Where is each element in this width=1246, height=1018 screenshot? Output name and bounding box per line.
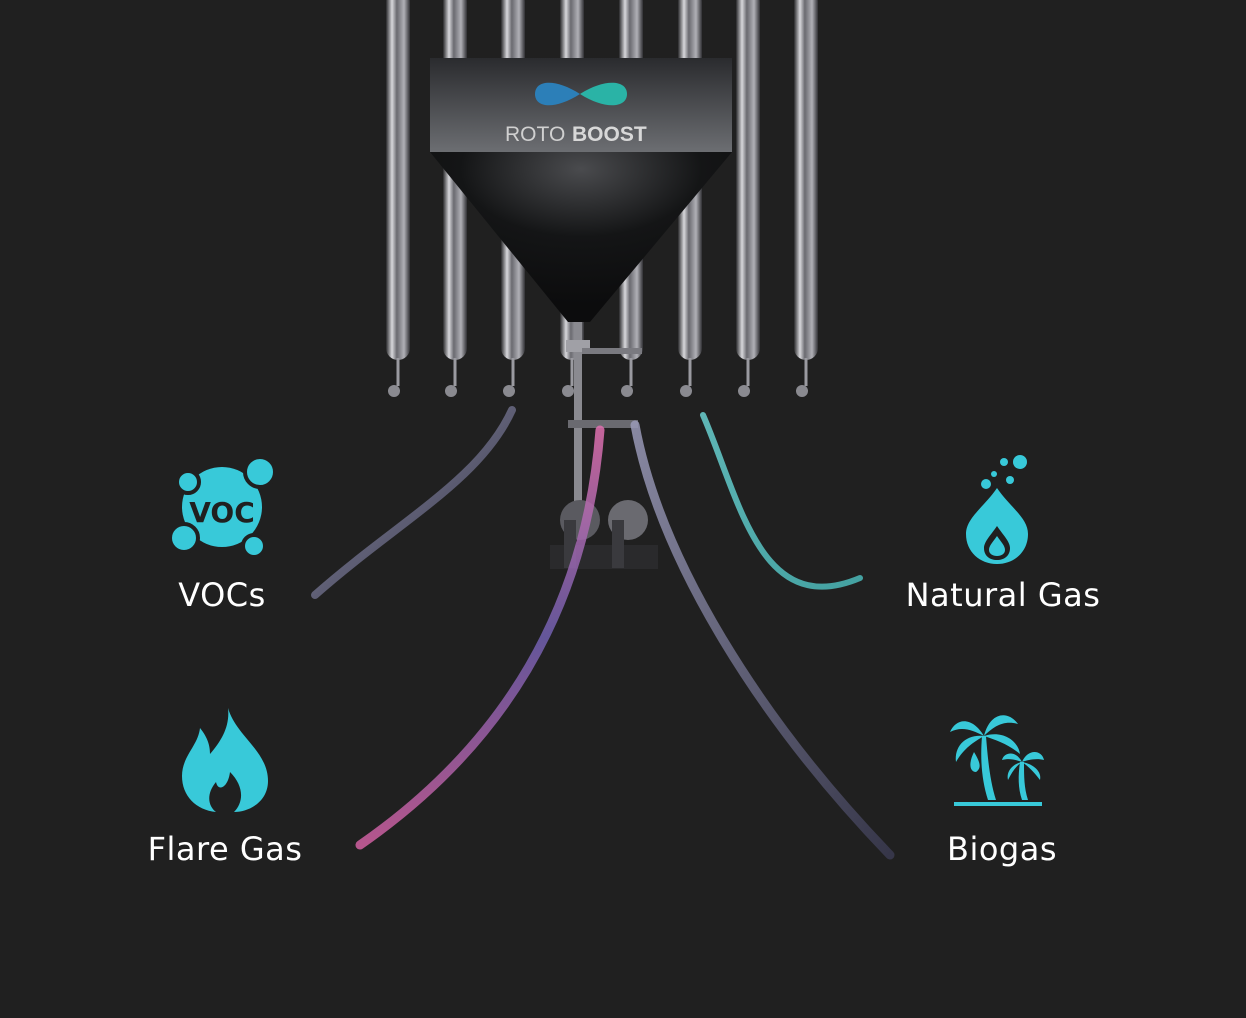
pipe-drain-stem bbox=[511, 358, 515, 386]
gas-label-biogas: Biogas bbox=[946, 830, 1058, 868]
gas-label-vocs: VOCs bbox=[178, 576, 266, 614]
biogas-stream bbox=[630, 420, 895, 860]
voc-icon-text: VOC bbox=[189, 496, 255, 529]
fire-icon bbox=[182, 708, 268, 812]
pipe-drain-cap bbox=[738, 385, 750, 397]
brand-name-light: ROTO bbox=[505, 123, 565, 146]
gas-label-natural-gas: Natural Gas bbox=[905, 576, 1101, 614]
pipe-drain-stem bbox=[688, 358, 692, 386]
pipe-drain-cap bbox=[445, 385, 457, 397]
reactor-pipe bbox=[736, 0, 760, 360]
palm-tree-island-icon bbox=[950, 715, 1044, 806]
rotoboost-logo-icon bbox=[535, 82, 627, 106]
pipe-drain-stem bbox=[629, 358, 633, 386]
reactor-pipe bbox=[794, 0, 818, 360]
pipe-drain-cap bbox=[503, 385, 515, 397]
pipe-drain-cap bbox=[796, 385, 808, 397]
flame-drop-icon bbox=[966, 455, 1028, 564]
pipe-drain-cap bbox=[562, 385, 574, 397]
voc-molecule-icon: VOC bbox=[168, 455, 277, 558]
pipe-drain-stem bbox=[746, 358, 750, 386]
gas-streams bbox=[311, 406, 895, 860]
pipe-drain-stem bbox=[570, 358, 574, 386]
reactor-pipe bbox=[386, 0, 410, 360]
pipe-drain-stem bbox=[453, 358, 457, 386]
voc-stream bbox=[311, 406, 516, 599]
natural-gas-stream bbox=[700, 412, 863, 590]
pipe-drain-cap bbox=[680, 385, 692, 397]
flare-gas-stream bbox=[355, 425, 605, 850]
pipe-drain-stem bbox=[804, 358, 808, 386]
gas-label-flare-gas: Flare Gas bbox=[147, 830, 303, 868]
brand-name-bold: BOOST bbox=[572, 123, 647, 146]
pipe-drain-cap bbox=[621, 385, 633, 397]
pipe-drain-stem bbox=[396, 358, 400, 386]
pipe-drain-cap bbox=[388, 385, 400, 397]
reactor-housing: ROTO BOOST bbox=[430, 58, 732, 322]
